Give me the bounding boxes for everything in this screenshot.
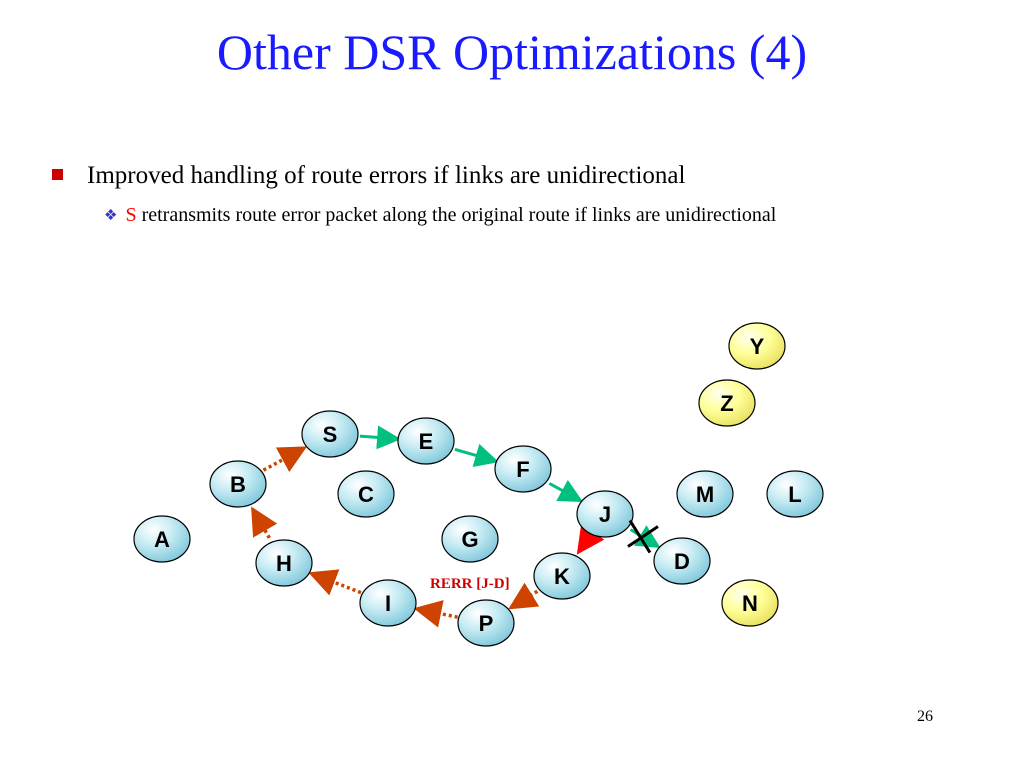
node-A-circle: [133, 515, 191, 563]
node-B-label: B: [230, 472, 246, 497]
slide-title: Other DSR Optimizations (4): [216, 24, 808, 80]
node-L: L: [766, 470, 824, 518]
node-S-circle: [301, 410, 359, 458]
node-I-label: I: [385, 591, 391, 616]
node-S: S: [301, 410, 359, 458]
node-A: A: [133, 515, 191, 563]
node-J: J: [576, 490, 634, 538]
broken-link-icon: [627, 519, 659, 554]
rerr-link-K-P: [508, 582, 540, 610]
node-P-circle: [457, 599, 515, 647]
node-J-circle: [576, 490, 634, 538]
node-N: N: [721, 579, 779, 627]
bullet-sub: ❖ S retransmits route error packet along …: [104, 201, 776, 230]
node-C-label: C: [358, 482, 374, 507]
node-K-label: K: [554, 564, 570, 589]
node-P: P: [457, 599, 515, 647]
route-link-E-F: [454, 443, 499, 467]
node-E-label: E: [419, 429, 434, 454]
node-G-label: G: [461, 527, 478, 552]
route-link-S-E: [359, 425, 402, 450]
node-H-label: H: [276, 551, 292, 576]
node-L-label: L: [788, 482, 801, 507]
node-I-circle: [359, 579, 417, 627]
page-number: 26: [917, 708, 933, 725]
node-I: I: [359, 579, 417, 627]
bullet-main-text: Improved handling of route errors if lin…: [87, 162, 686, 189]
rerr-link-I-H: [308, 569, 362, 596]
broken-link-stroke-2: [627, 525, 659, 548]
node-F: F: [494, 445, 552, 493]
node-M-circle: [676, 470, 734, 518]
node-H: H: [255, 539, 313, 587]
node-Z-label: Z: [720, 391, 733, 416]
rerr-label: RERR [J-D]: [430, 576, 510, 592]
bullet-sub-text: retransmits route error packet along the…: [136, 204, 777, 226]
node-G: G: [441, 515, 499, 563]
node-N-label: N: [742, 591, 758, 616]
diamond-bullet-icon: ❖: [104, 208, 118, 224]
bullet-sub-highlight: S: [125, 204, 137, 226]
node-F-label: F: [516, 457, 529, 482]
node-Z-circle: [698, 379, 756, 427]
square-bullet-icon: [52, 169, 63, 180]
node-Z: Z: [698, 379, 756, 427]
node-H-circle: [255, 539, 313, 587]
node-C: C: [337, 470, 395, 518]
node-M: M: [676, 470, 734, 518]
node-J-label: J: [599, 502, 611, 527]
node-M-label: M: [696, 482, 714, 507]
node-G-circle: [441, 515, 499, 563]
node-F-circle: [494, 445, 552, 493]
node-Y-circle: [728, 322, 786, 370]
node-P-label: P: [479, 611, 494, 636]
node-L-circle: [766, 470, 824, 518]
node-C-circle: [337, 470, 395, 518]
node-S-label: S: [323, 422, 338, 447]
node-K: K: [533, 552, 591, 600]
node-D: D: [653, 537, 711, 585]
broken-link-stroke-1: [628, 519, 652, 554]
rerr-link-J-K: [576, 523, 605, 555]
node-E: E: [397, 417, 455, 465]
node-D-circle: [653, 537, 711, 585]
node-N-circle: [721, 579, 779, 627]
node-A-label: A: [154, 527, 170, 552]
nodes-layer: S E F J D B C A G H K I P M L Y Z N: [133, 322, 824, 647]
rerr-link-B-S: [262, 446, 308, 473]
node-E-circle: [397, 417, 455, 465]
node-B-circle: [209, 460, 267, 508]
bullet-main: Improved handling of route errors if lin…: [52, 160, 685, 192]
marks-layer: RERR [J-D]: [430, 519, 659, 592]
node-B: B: [209, 460, 267, 508]
route-link-F-J: [548, 479, 584, 502]
rerr-link-H-B: [251, 506, 278, 539]
node-Y: Y: [728, 322, 786, 370]
node-D-label: D: [674, 549, 690, 574]
rerr-link-P-I: [413, 600, 458, 628]
node-Y-label: Y: [750, 334, 765, 359]
node-K-circle: [533, 552, 591, 600]
